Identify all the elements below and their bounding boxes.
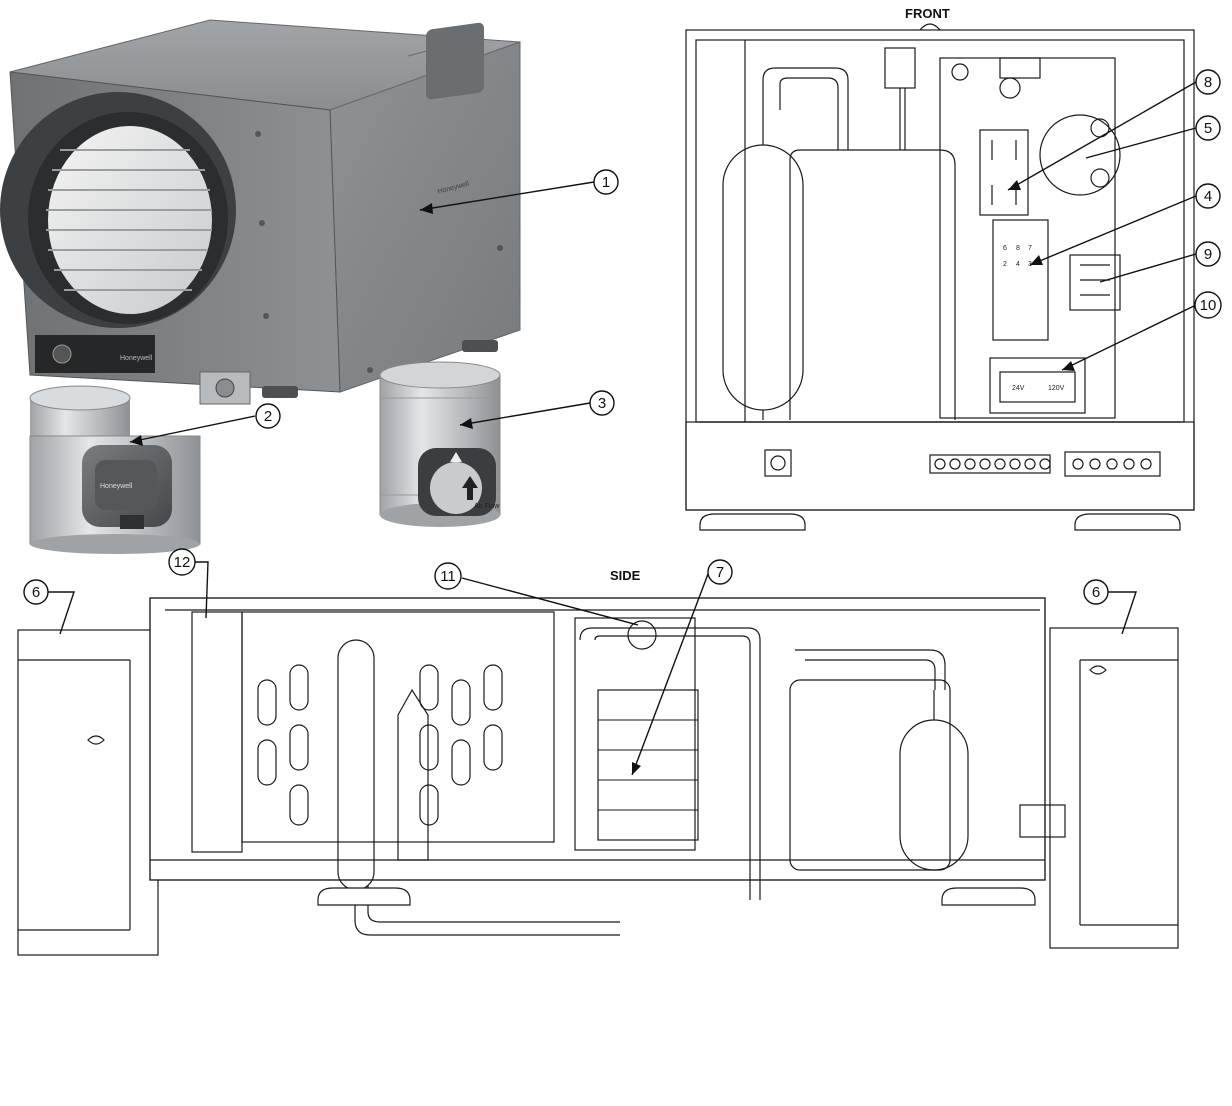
front-view: FRONT 6 8 xyxy=(685,6,1195,531)
front-foot-right xyxy=(1074,513,1181,531)
side-view: SIDE xyxy=(17,568,1179,956)
svg-text:3: 3 xyxy=(598,395,606,412)
svg-text:10: 10 xyxy=(1200,297,1217,314)
terminal-label-8: 8 xyxy=(1016,245,1020,252)
front-terminal-block-4 xyxy=(992,219,1049,341)
front-terminal-strip-low-voltage xyxy=(929,454,1051,474)
damper-3-airflow-text: Air Flow xyxy=(474,503,500,510)
filter-pleats xyxy=(46,149,212,291)
damper-2-connector xyxy=(120,515,144,529)
front-knockout xyxy=(764,449,792,477)
side-filter-drier xyxy=(397,688,429,861)
latch-icon xyxy=(1089,665,1107,675)
callout-11: 11 xyxy=(434,562,462,590)
callout-8: 8 xyxy=(1195,69,1221,95)
callout-3: 3 xyxy=(589,390,615,416)
unit-foot xyxy=(462,340,498,352)
front-foot-left xyxy=(699,513,806,531)
terminal-label-2: 2 xyxy=(1003,261,1007,268)
callout-6-left: 6 xyxy=(23,579,49,605)
side-blower-7 xyxy=(574,617,696,851)
dehumidifier-unit-photo: Honeywell Honeywell xyxy=(0,19,521,405)
damper-photo-2: Honeywell xyxy=(29,385,201,554)
callout-6-right: 6 xyxy=(1083,579,1109,605)
callout-1: 1 xyxy=(593,169,619,195)
svg-text:6: 6 xyxy=(32,584,40,601)
unit-foot xyxy=(262,386,298,398)
front-terminal-9 xyxy=(1069,254,1121,311)
callout-4: 4 xyxy=(1195,183,1221,209)
side-valve-11 xyxy=(627,620,657,650)
latch-icon xyxy=(87,735,105,745)
svg-text:2: 2 xyxy=(264,408,272,425)
svg-text:5: 5 xyxy=(1204,120,1212,137)
terminal-label-6: 6 xyxy=(1003,245,1007,252)
svg-text:6: 6 xyxy=(1092,584,1100,601)
damper-photo-3: Air Flow xyxy=(379,361,501,527)
callout-9: 9 xyxy=(1195,241,1221,267)
svg-text:8: 8 xyxy=(1204,74,1212,91)
front-terminal-strip-line-voltage xyxy=(1064,451,1161,477)
callout-5: 5 xyxy=(1195,115,1221,141)
coil-slots xyxy=(257,664,503,826)
unit-humidity-knob xyxy=(52,344,72,364)
front-compressor xyxy=(789,149,956,420)
airflow-arrow-icon xyxy=(462,476,478,500)
terminal-label-7: 7 xyxy=(1028,245,1032,252)
callout-12: 12 xyxy=(168,548,196,576)
front-relay-8 xyxy=(979,129,1029,216)
front-transformer-10 xyxy=(989,357,1086,414)
svg-text:12: 12 xyxy=(174,554,191,571)
side-view-label: SIDE xyxy=(610,568,641,583)
side-duct-right xyxy=(1049,627,1179,949)
unit-brand-badge xyxy=(426,22,484,100)
transformer-120v-text: 120V xyxy=(1048,385,1065,392)
svg-text:7: 7 xyxy=(716,564,724,581)
damper-2-brand: Honeywell xyxy=(100,483,133,490)
side-foot-left xyxy=(317,887,411,906)
unit-brand-front: Honeywell xyxy=(120,355,153,362)
callout-leaders xyxy=(48,81,1197,776)
unit-filter xyxy=(48,126,212,314)
svg-text:11: 11 xyxy=(440,568,456,585)
callout-2: 2 xyxy=(255,403,281,429)
front-receptacle-5 xyxy=(1039,114,1121,196)
transformer-24v-text: 24V xyxy=(1012,385,1025,392)
terminal-label-4: 4 xyxy=(1016,261,1020,268)
callouts: 1 2 3 4 5 6 6 7 xyxy=(23,69,1222,605)
side-foot-right xyxy=(941,887,1036,906)
svg-text:9: 9 xyxy=(1204,246,1212,263)
front-view-label: FRONT xyxy=(905,6,950,21)
side-drain-fitting xyxy=(1019,804,1066,838)
callout-7: 7 xyxy=(707,559,733,585)
svg-text:1: 1 xyxy=(602,174,610,191)
callout-10: 10 xyxy=(1194,291,1222,319)
side-duct-left xyxy=(17,629,159,956)
svg-text:4: 4 xyxy=(1204,188,1212,205)
side-compressor xyxy=(789,679,951,871)
